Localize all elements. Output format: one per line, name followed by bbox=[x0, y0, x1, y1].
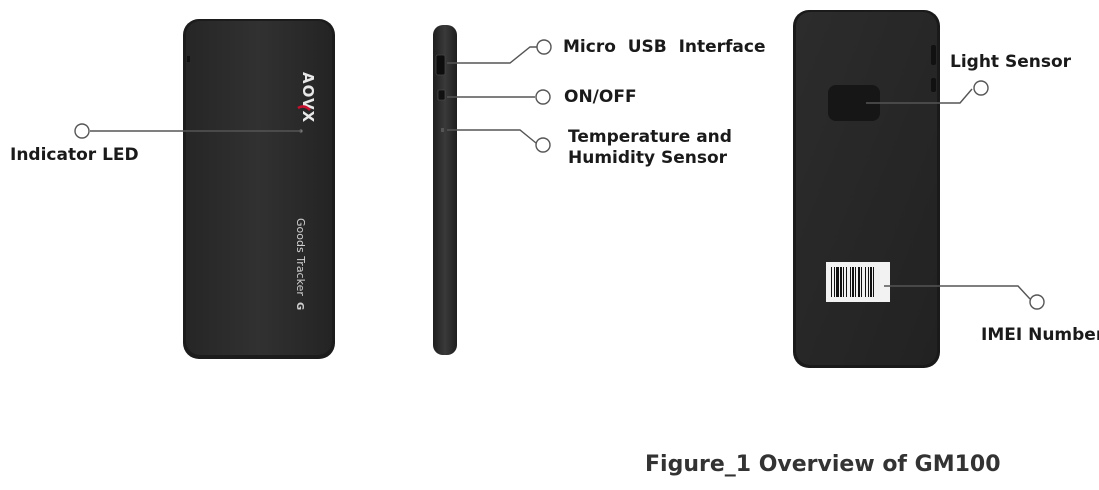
leader-lines bbox=[90, 46, 1031, 300]
brand-logo: AOVX bbox=[299, 72, 317, 123]
front-side-notch bbox=[187, 56, 190, 62]
barcode-bar bbox=[865, 267, 866, 297]
barcode-bar bbox=[852, 267, 854, 297]
barcode-bar bbox=[858, 267, 860, 297]
label-micro-usb: Micro USB Interface bbox=[563, 37, 766, 57]
callout-circle-micro-usb bbox=[536, 39, 552, 55]
back-body bbox=[796, 12, 937, 365]
temperature-humidity-sensor-hole bbox=[441, 128, 444, 132]
leader-light-sensor bbox=[866, 88, 973, 104]
barcode-bar bbox=[873, 267, 874, 297]
device-front-view: AOVX Goods Tracker G bbox=[183, 19, 335, 359]
callout-circle-temp-humidity bbox=[535, 137, 551, 153]
label-imei-number: IMEI Number bbox=[981, 325, 1099, 345]
label-temp-humidity: Temperature and Humidity Sensor bbox=[568, 127, 732, 169]
callout-circle-on-off bbox=[535, 89, 551, 105]
leader-imei bbox=[884, 285, 1031, 300]
product-label: Goods Tracker bbox=[294, 218, 307, 296]
imei-barcode bbox=[831, 267, 874, 297]
light-sensor-window bbox=[828, 85, 880, 121]
label-indicator-led: Indicator LED bbox=[10, 145, 139, 165]
barcode-bar bbox=[843, 267, 844, 297]
barcode-bar bbox=[868, 267, 869, 297]
label-temp-humidity-line1: Temperature and bbox=[568, 127, 732, 147]
back-side-port bbox=[931, 45, 936, 65]
micro-usb-port bbox=[435, 54, 446, 76]
barcode-bar bbox=[850, 267, 851, 297]
callout-circle-light-sensor bbox=[973, 80, 989, 96]
callout-circle-imei bbox=[1029, 294, 1045, 310]
barcode-bar bbox=[831, 267, 832, 297]
callout-circles bbox=[74, 39, 1045, 310]
barcode-bar bbox=[855, 267, 856, 297]
device-side-view bbox=[433, 25, 457, 355]
barcode-bar bbox=[846, 267, 847, 297]
barcode-bar bbox=[870, 267, 872, 297]
logo-accent-swoosh bbox=[297, 105, 311, 111]
barcode-bar bbox=[840, 267, 842, 297]
barcode-bar bbox=[834, 267, 835, 297]
label-on-off: ON/OFF bbox=[564, 87, 637, 107]
callout-circle-indicator-led bbox=[74, 123, 90, 139]
front-body bbox=[186, 21, 332, 355]
device-back-view bbox=[793, 10, 940, 368]
back-side-switch bbox=[931, 78, 936, 92]
label-temp-humidity-line2: Humidity Sensor bbox=[568, 148, 728, 168]
leader-temp-humidity bbox=[447, 129, 537, 144]
side-body bbox=[433, 25, 457, 355]
figure-caption: Figure_1 Overview of GM100 bbox=[645, 452, 1001, 477]
on-off-switch bbox=[437, 89, 446, 101]
product-mark: G bbox=[294, 302, 305, 310]
label-light-sensor: Light Sensor bbox=[950, 52, 1072, 72]
leader-micro-usb bbox=[447, 46, 537, 64]
barcode-bar bbox=[836, 267, 839, 297]
barcode-bar bbox=[861, 267, 862, 297]
